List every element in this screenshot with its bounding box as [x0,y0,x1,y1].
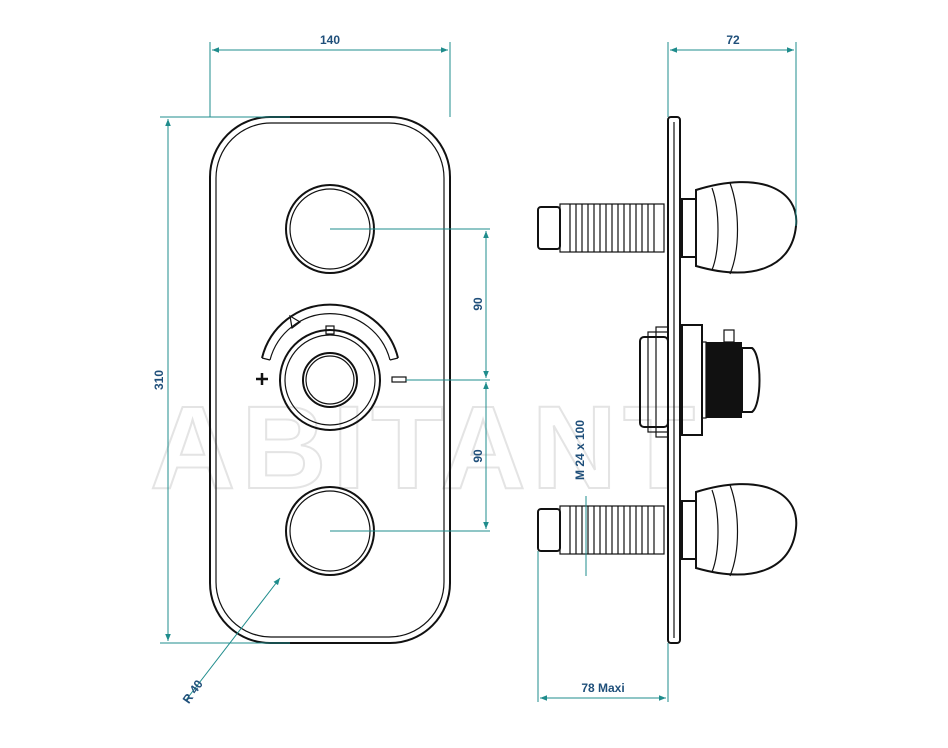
side-view: 72 M 24 x 100 78 Maxi [537,33,798,702]
bottom-valve [537,483,798,577]
depth-label: 72 [726,33,740,47]
cartridge-knob-dark [706,342,742,418]
height-label: 310 [152,370,166,390]
spacing-top-label: 90 [471,297,485,311]
thread-label: M 24 x 100 [573,420,587,480]
watermark: ABITANT [150,382,701,514]
radius-label: R 40 [180,677,206,706]
thermostat-cartridge [639,324,761,438]
thermostat-dial [256,303,407,431]
recess-label: 78 Maxi [581,681,624,695]
plus-icon [256,373,268,385]
front-view: 140 310 90 90 R 40 [152,33,490,706]
width-label: 140 [320,33,340,47]
radius-leader [185,577,281,701]
spacing-bottom-label: 90 [471,449,485,463]
